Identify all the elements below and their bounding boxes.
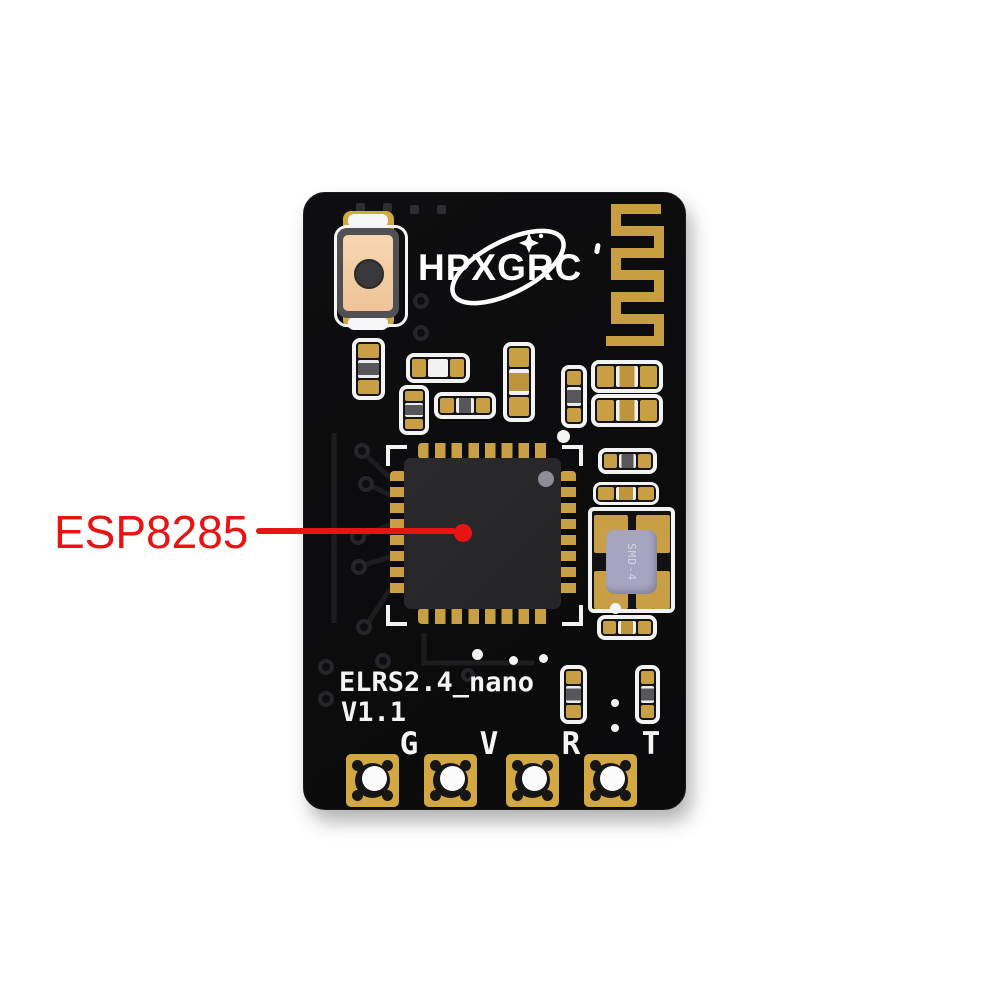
pad-label-t: T <box>641 726 661 762</box>
board-version-text: V1.1 <box>341 697 407 728</box>
board-model-text: ELRS2.4_nano <box>339 667 535 698</box>
solder-pad-tx <box>584 754 637 807</box>
pcb-board: HPXGRC SMD-4 <box>303 192 686 810</box>
silkscreen-bracket <box>562 605 583 626</box>
pad-label-v: V <box>479 726 499 762</box>
logo-text: HPXGRC <box>418 247 582 288</box>
logo-orbit-icon <box>450 228 566 306</box>
crystal-marking-text: SMD-4 <box>625 542 638 582</box>
smd-capacitor <box>503 342 535 422</box>
logo-tick-icon <box>594 243 601 255</box>
solder-pad-rx <box>506 754 559 807</box>
fiducial-dot <box>383 203 392 212</box>
silkscreen-bracket <box>562 445 583 466</box>
meander-antenna-trace <box>606 204 664 346</box>
via-dot <box>539 654 548 663</box>
via-dot <box>611 724 619 732</box>
smd-capacitor <box>591 360 663 393</box>
chip-pin1-dot <box>538 471 554 487</box>
smd-resistor <box>399 385 429 435</box>
via-dot <box>472 649 483 660</box>
brand-logo: HPXGRC <box>418 228 601 306</box>
via-dot <box>557 430 570 443</box>
smd-capacitor <box>593 482 659 505</box>
pad-label-r: R <box>561 726 581 762</box>
via-dot <box>610 603 621 614</box>
annotation-line <box>256 528 456 534</box>
ufl-outline <box>334 225 408 327</box>
chip-pins-top <box>418 443 552 459</box>
smd-capacitor <box>591 394 663 427</box>
crystal-smd4: SMD-4 <box>588 507 675 613</box>
smd-resistor <box>561 365 587 428</box>
smd-resistor <box>560 665 587 724</box>
logo-star-icon <box>519 233 539 253</box>
chip-pins-left <box>390 471 406 599</box>
logo-star-small-icon <box>538 233 544 239</box>
solder-pad-voltage <box>424 754 477 807</box>
fiducial-dot <box>437 205 446 214</box>
via-dot <box>509 656 518 665</box>
chip-pins-bottom <box>418 608 552 624</box>
crystal-body: SMD-4 <box>606 530 657 594</box>
smd-capacitor <box>597 615 657 640</box>
fiducial-dot <box>356 203 365 212</box>
pad-label-g: G <box>399 726 419 762</box>
annotation-pointer-dot <box>454 524 472 542</box>
smd-capacitor <box>406 353 470 383</box>
smd-resistor <box>352 338 385 400</box>
via-dot <box>611 699 619 707</box>
silkscreen-bracket <box>386 445 407 466</box>
chip-pins-right <box>560 471 576 599</box>
solder-pad-ground <box>346 754 399 807</box>
ufl-center-pin <box>354 259 384 289</box>
smd-resistor <box>598 448 657 474</box>
fiducial-dot <box>410 205 419 214</box>
annotation-label: ESP8285 <box>54 506 249 558</box>
smd-resistor <box>635 665 660 724</box>
smd-resistor <box>434 392 496 419</box>
silkscreen-bracket <box>386 605 407 626</box>
ufl-silkscreen-top <box>348 214 388 227</box>
